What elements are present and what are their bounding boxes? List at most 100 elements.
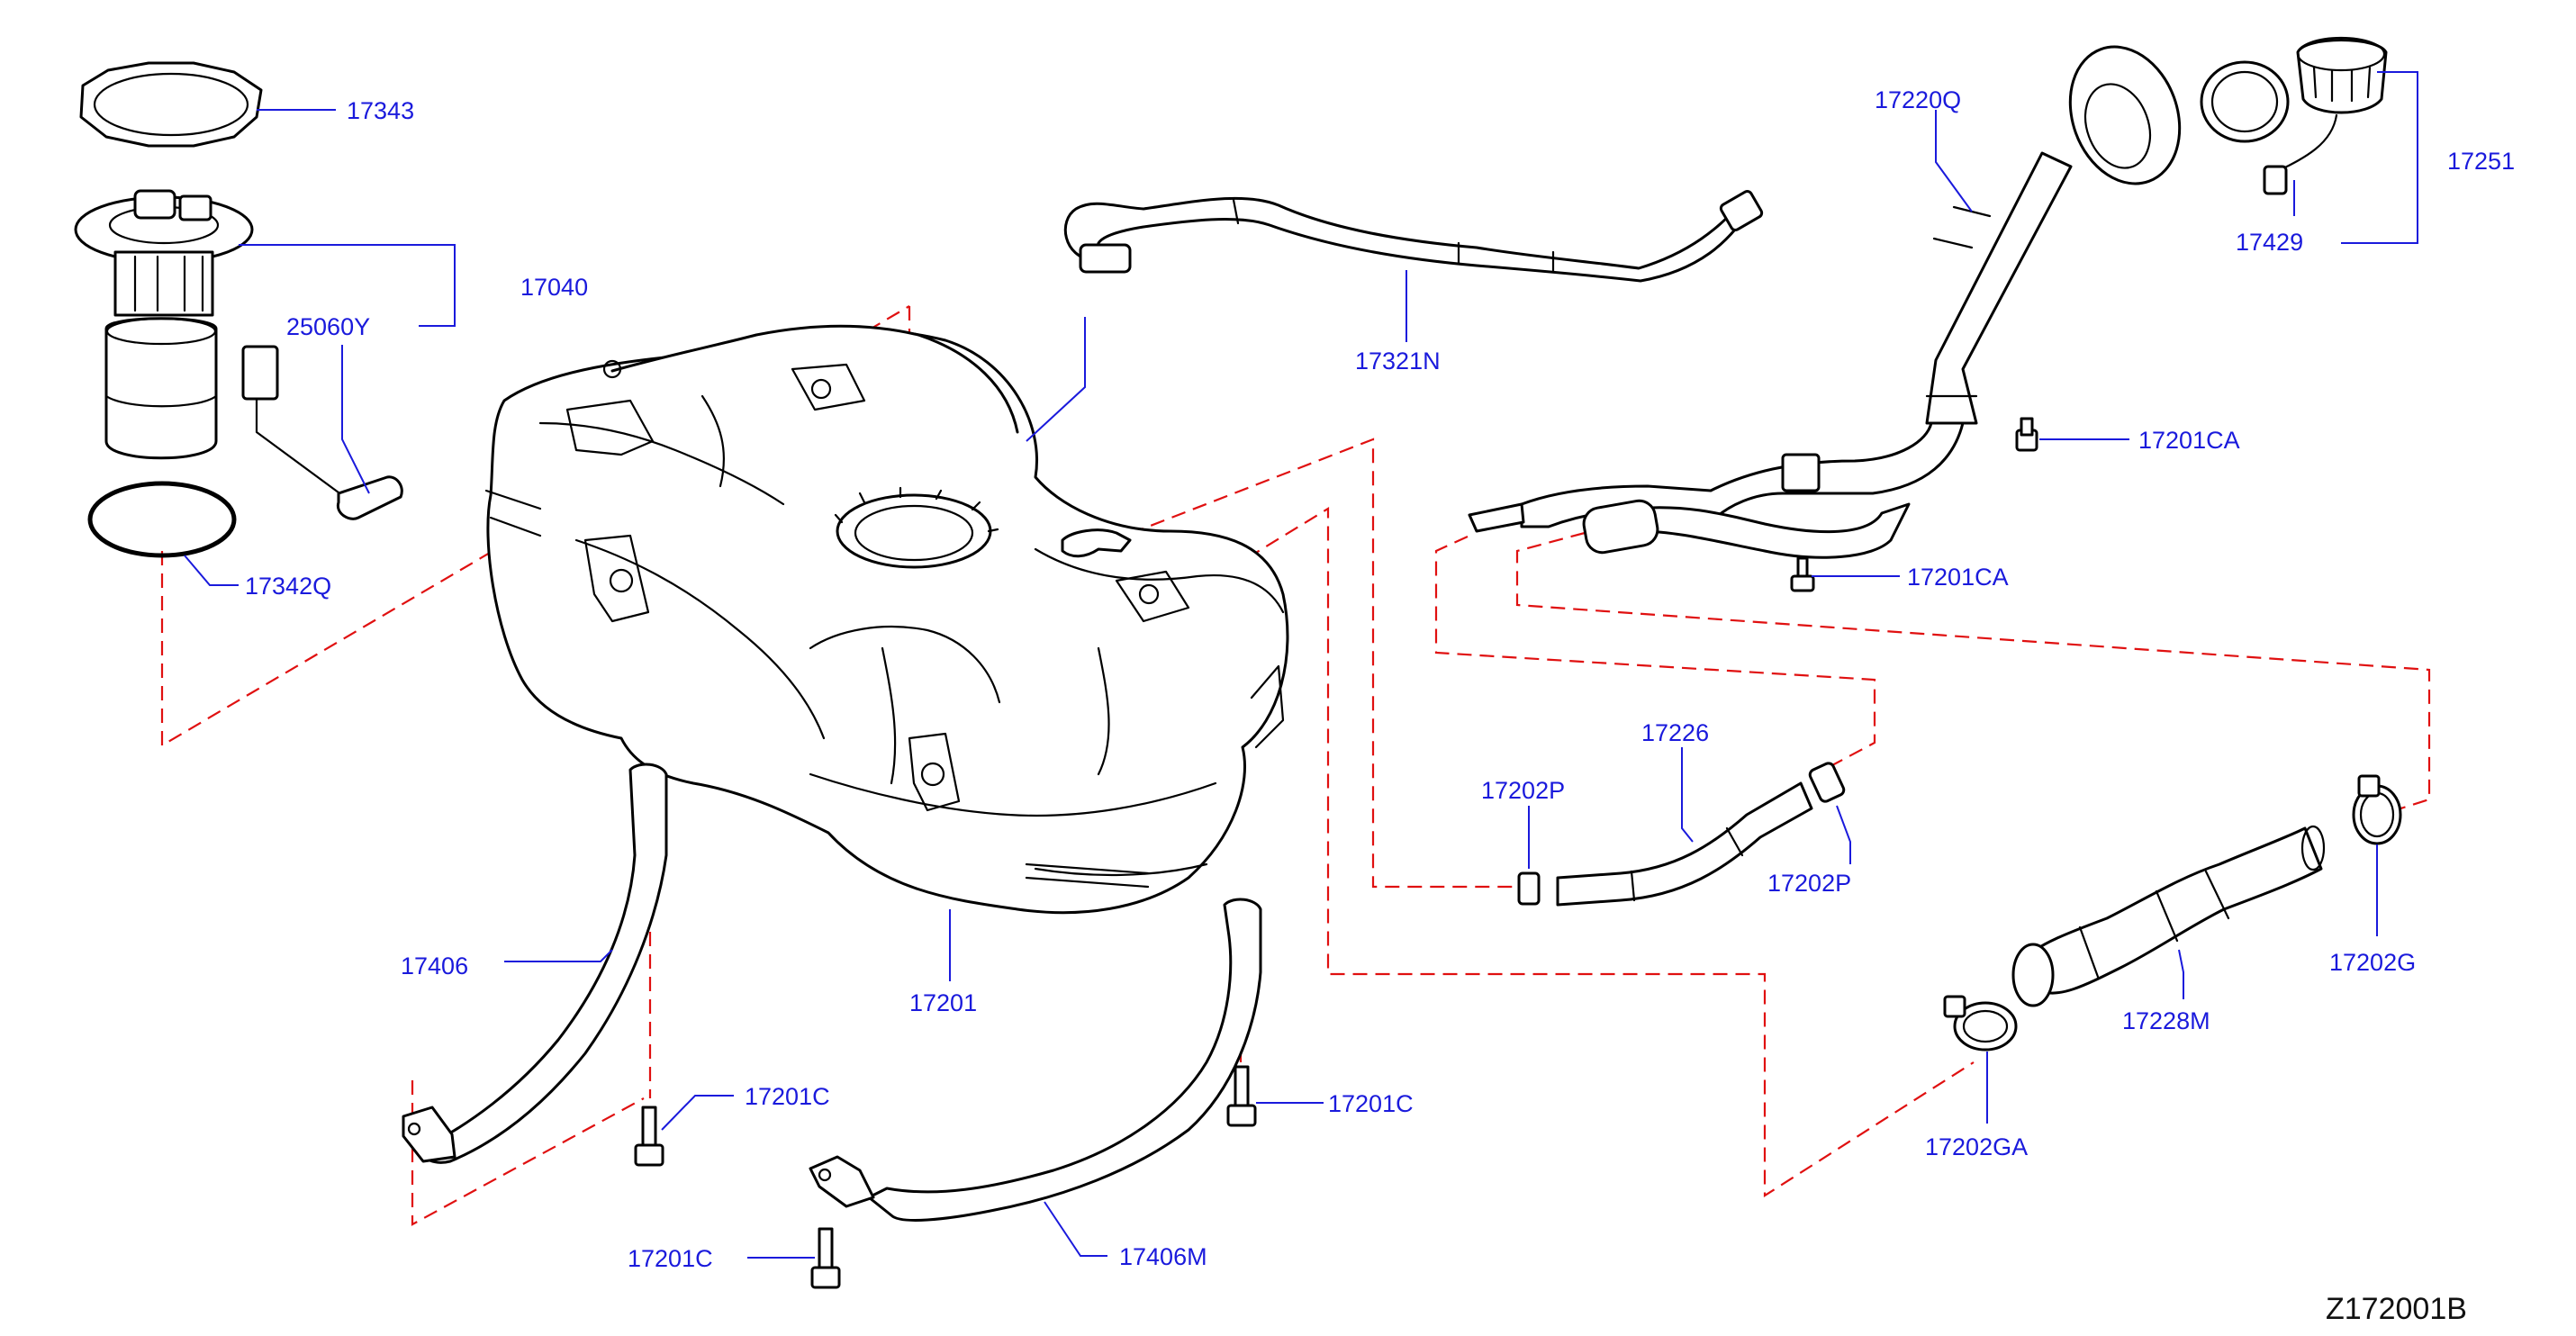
bolt-17201C-left [634, 1106, 664, 1167]
tank-rib-right [1250, 664, 1285, 749]
tank-boss-5 [1138, 583, 1160, 605]
tank-pocket-1 [565, 399, 655, 456]
tank-contour-5 [809, 772, 1217, 817]
filler-neck-17220Q [1468, 45, 2182, 559]
filler-tube-upper [1925, 151, 2073, 425]
tank-vent-nipple [1061, 528, 1132, 558]
leader-17201C-left [661, 1095, 734, 1131]
tank-contour-3 [809, 625, 1001, 704]
clamp-17202GA-tab [1943, 995, 1966, 1018]
callout-17251: 17251 [2447, 148, 2515, 175]
bolt-17201CA-lower-head [1790, 574, 1815, 592]
pump-body-upper [113, 250, 214, 317]
leader-17251 [2341, 71, 2418, 244]
tank-rib-left [484, 489, 542, 537]
callout-17201: 17201 [909, 989, 977, 1016]
vent-hose-end-fitting [1719, 189, 1764, 232]
tank-contour-6 [1034, 862, 1208, 877]
strap-17406M [809, 898, 1262, 1222]
diagram-id: Z172001B [2326, 1292, 2467, 1326]
tank-top-ridge [610, 324, 1019, 434]
tank-boss-3 [609, 568, 634, 593]
leader-17202P-right [1836, 805, 1851, 864]
pump-float [336, 475, 403, 520]
hose-17226 [1517, 762, 1846, 907]
bolt-17201C-left-shank [641, 1106, 657, 1150]
leader-17406M [1044, 1201, 1107, 1257]
filler-gasket-ring-inner [2210, 70, 2279, 133]
leader-25060Y [341, 345, 370, 494]
fuel-tank [484, 324, 1289, 915]
callout-17040: 17040 [520, 274, 588, 301]
bolt-17201C-right-shank [1234, 1065, 1250, 1109]
hose-17228M-end-left [2011, 943, 2055, 1007]
bolt-17201C-right-head [1226, 1104, 1257, 1127]
o-ring-17342Q [87, 481, 237, 558]
tank-boss-4 [920, 762, 945, 787]
tank-rib-bottom [1025, 862, 1150, 889]
lock-ring-inner [93, 72, 249, 137]
vent-hose-17321N [1063, 189, 1764, 283]
pump-top-fitting [133, 189, 176, 220]
dash-filler-to-17202P [1434, 535, 1876, 766]
bolt-17201C-right [1226, 1065, 1257, 1127]
clamp-17202G-tab [2357, 774, 2381, 798]
pump-canister-band [104, 394, 218, 408]
fuel-cap-tether-clip [2263, 165, 2288, 195]
filler-cup-inner [2083, 83, 2152, 169]
lock-ring-outer [79, 61, 263, 148]
callout-17342Q: 17342Q [245, 573, 331, 600]
fuel-cap-ridges [2312, 66, 2372, 103]
filler-gasket-ring [2200, 60, 2290, 143]
strap-17406 [402, 763, 668, 1164]
callout-17343: 17343 [347, 97, 414, 124]
tank-pocket-3 [583, 534, 650, 623]
strap-17406-hole [407, 1122, 421, 1136]
pump-sender-unit [241, 345, 279, 401]
pump-top-connector [178, 194, 212, 221]
tank-contour-4 [1034, 547, 1285, 614]
tank-pocket-5 [1115, 570, 1190, 623]
callout-17201CA-lower: 17201CA [1907, 564, 2009, 591]
vent-hose-end-connector [1079, 243, 1132, 274]
callout-17201C-right: 17201C [1328, 1090, 1414, 1117]
fuel-cap-17251 [2263, 36, 2388, 195]
strap-17406M-end [809, 1155, 875, 1208]
bolt-17201C-bottom [810, 1227, 841, 1289]
bolt-17201C-bottom-head [810, 1266, 841, 1289]
filler-cup-outer [2068, 45, 2182, 185]
dash-filler-to-17202G [1515, 531, 2431, 812]
filler-side-tube [1632, 502, 1911, 559]
leader-17342Q [184, 555, 239, 586]
callout-17321N: 17321N [1355, 348, 1441, 375]
callout-17429: 17429 [2236, 229, 2303, 256]
leader-17201 [1026, 317, 1086, 442]
callout-17202P-right: 17202P [1767, 870, 1851, 897]
filler-small-pipe-end [1468, 502, 1525, 533]
bolt-17201CA-upper-shank [2020, 417, 2034, 437]
leader-17228M [2178, 949, 2184, 999]
hose-17226-body [1556, 781, 1813, 907]
fuel-cap-top [2296, 36, 2386, 72]
callout-labels: 17343 17040 25060Y 17342Q 17321N 17220Q … [245, 86, 2515, 1326]
hose-17228M-bands [2078, 870, 2230, 979]
strap-17406-end [402, 1106, 456, 1163]
callout-17202P-top: 17202P [1481, 777, 1565, 804]
dash-vent-to-17202P [1066, 438, 1517, 889]
callout-17201CA-upper: 17201CA [2138, 427, 2240, 454]
leader-17406 [504, 949, 613, 962]
leader-lines [184, 71, 2418, 1259]
tank-boss-2 [810, 378, 832, 400]
strap-17406M-hole [818, 1168, 832, 1182]
tank-pocket-4 [908, 732, 961, 812]
pump-canister-top [105, 317, 217, 346]
tank-pump-opening-inner [854, 504, 974, 562]
tank-contour-7 [700, 394, 726, 488]
tank-pocket-2 [791, 363, 866, 411]
lock-ring-17343 [79, 61, 263, 148]
hose-17226-bands [1630, 826, 1744, 902]
tank-pump-ring-teeth [834, 486, 999, 533]
pump-body-lines [133, 255, 204, 312]
strap-17406M-body [867, 898, 1262, 1222]
